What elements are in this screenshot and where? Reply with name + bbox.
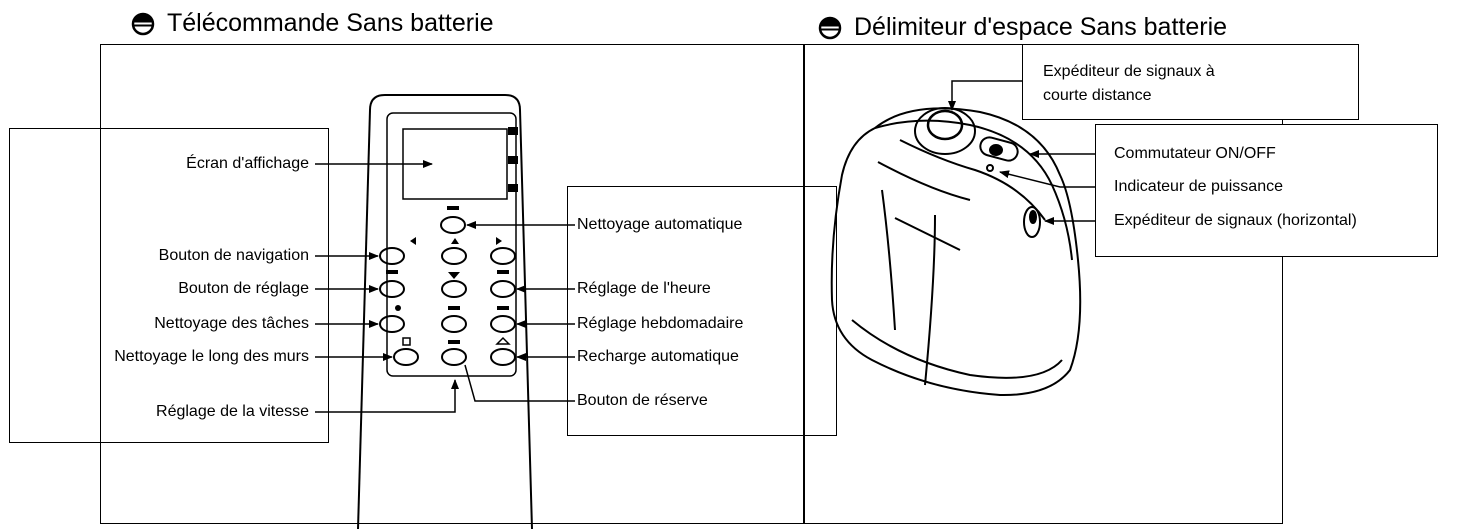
- label-time-setting: Réglage de l'heure: [577, 280, 711, 297]
- bullet-icon: [818, 16, 842, 39]
- bullet-icon: [131, 12, 155, 35]
- label-wall-cleaning: Nettoyage le long des murs: [114, 348, 309, 365]
- label-reserve-button: Bouton de réserve: [577, 392, 708, 409]
- delimiter-title: Délimiteur d'espace Sans batterie: [818, 13, 1227, 42]
- remote-title: Télécommande Sans batterie: [131, 9, 494, 38]
- remote-control-illustration: [357, 94, 533, 529]
- left-labels-box: [9, 128, 329, 443]
- label-short-range-signal-line2: courte distance: [1043, 87, 1152, 104]
- label-display-screen: Écran d'affichage: [186, 155, 309, 172]
- label-auto-cleaning: Nettoyage automatique: [577, 216, 743, 233]
- remote-title-text: Télécommande Sans batterie: [167, 9, 494, 37]
- label-short-range-signal-line1: Expéditeur de signaux à: [1043, 63, 1215, 80]
- label-horizontal-signal: Expéditeur de signaux (horizontal): [1114, 212, 1357, 229]
- label-power-indicator: Indicateur de puissance: [1114, 178, 1283, 195]
- remote-button-icons: [386, 206, 511, 346]
- label-auto-recharge: Recharge automatique: [577, 348, 739, 365]
- label-spot-cleaning: Nettoyage des tâches: [154, 315, 309, 332]
- label-on-off-switch: Commutateur ON/OFF: [1114, 145, 1276, 162]
- delimiter-leader-lines: [948, 80, 1095, 225]
- remote-frame: [100, 44, 805, 524]
- label-weekly-setting: Réglage hebdomadaire: [577, 315, 744, 332]
- delimiter-illustration: [830, 107, 1082, 397]
- delimiter-title-text: Délimiteur d'espace Sans batterie: [854, 13, 1228, 41]
- remote-leader-lines: [315, 160, 575, 413]
- top-label-box: [1022, 44, 1359, 120]
- label-navigation-button: Bouton de navigation: [158, 247, 309, 264]
- label-setting-button: Bouton de réglage: [178, 280, 309, 297]
- right-labels-box-delimiter: [1095, 124, 1438, 257]
- right-labels-box: [567, 186, 837, 436]
- label-speed-setting: Réglage de la vitesse: [156, 403, 309, 420]
